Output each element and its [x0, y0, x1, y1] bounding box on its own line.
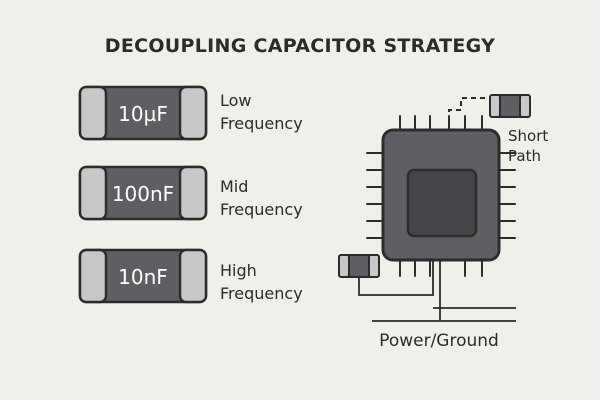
capacitor-label-line1: Low	[220, 91, 252, 110]
capacitor-terminal-left	[338, 254, 350, 278]
capacitor-label-line2: Frequency	[220, 284, 303, 303]
capacitor-terminal-right	[368, 254, 380, 278]
small-capacitor-bottom	[338, 254, 380, 278]
capacitor-terminal-right	[178, 85, 208, 141]
short-path-label-line2: Path	[508, 147, 541, 165]
capacitor-trace	[358, 260, 434, 296]
capacitor-label-line1: Mid	[220, 177, 248, 196]
capacitor-100nf: 100nF	[78, 165, 208, 221]
short-path-trace	[448, 97, 490, 130]
capacitor-terminal-right	[519, 94, 531, 118]
capacitor-value: 10nF	[118, 265, 168, 289]
capacitor-10uf: 10µF	[78, 85, 208, 141]
diagram-title: DECOUPLING CAPACITOR STRATEGY	[105, 35, 495, 57]
capacitor-terminal-left	[78, 248, 108, 304]
small-capacitor-top	[489, 94, 531, 118]
capacitor-terminal-left	[78, 85, 108, 141]
capacitor-10nf: 10nF	[78, 248, 208, 304]
capacitor-label-line1: High	[220, 261, 257, 280]
capacitor-label-line2: Frequency	[220, 114, 303, 133]
ic-chip-die	[406, 168, 478, 238]
chip-pins	[366, 115, 516, 277]
capacitor-terminal-left	[78, 165, 108, 221]
power-ground-label: Power/Ground	[379, 331, 499, 351]
capacitor-label-line2: Frequency	[220, 200, 303, 219]
capacitor-terminal-right	[178, 248, 208, 304]
capacitor-value: 100nF	[112, 182, 174, 206]
capacitor-terminal-right	[178, 165, 208, 221]
capacitor-terminal-left	[489, 94, 501, 118]
capacitor-value: 10µF	[118, 102, 168, 126]
short-path-label-line1: Short	[508, 127, 548, 145]
